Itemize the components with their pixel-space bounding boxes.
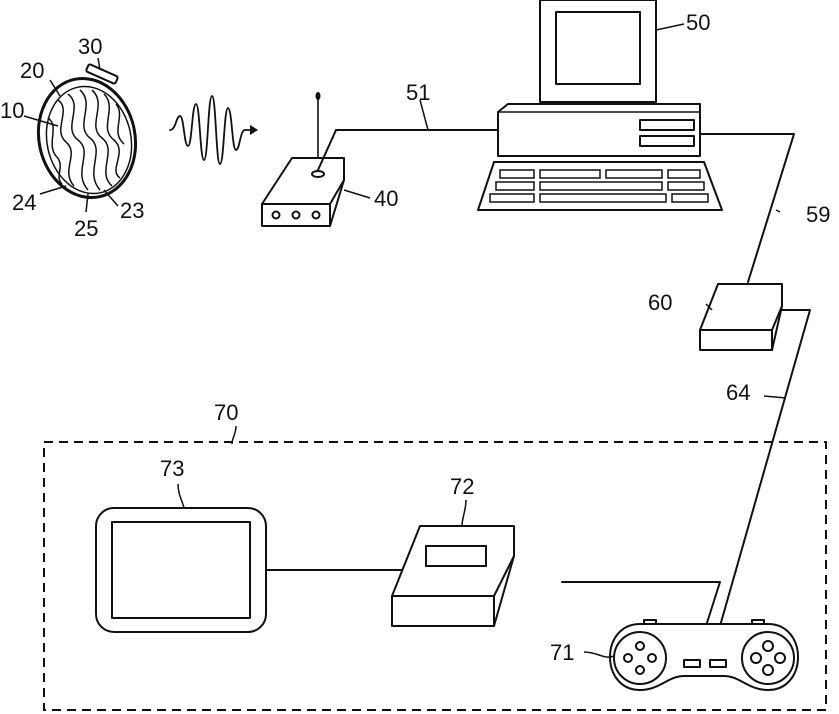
label-64: 64 (726, 380, 750, 405)
label-51: 51 (406, 80, 430, 105)
cable-64 (720, 310, 810, 626)
game-console-icon (392, 526, 514, 626)
label-59: 59 (806, 202, 830, 227)
label-70: 70 (214, 400, 238, 425)
brain-sensor-icon (28, 64, 147, 207)
label-25: 25 (74, 216, 98, 241)
label-50: 50 (686, 10, 710, 35)
signal-wave-icon (170, 96, 258, 164)
label-40: 40 (374, 186, 398, 211)
label-71: 71 (550, 640, 574, 665)
label-24: 24 (12, 190, 36, 215)
label-23: 23 (120, 198, 144, 223)
label-30: 30 (78, 34, 102, 59)
label-73: 73 (160, 456, 184, 481)
label-10: 10 (0, 98, 24, 123)
label-60: 60 (648, 290, 672, 315)
interface-box-icon (700, 284, 782, 350)
label-20: 20 (20, 58, 44, 83)
label-72: 72 (450, 474, 474, 499)
receiver-icon (262, 92, 344, 226)
display-monitor-icon (96, 508, 266, 632)
cable-console-to-controller (562, 582, 720, 626)
game-controller-icon (610, 620, 798, 690)
